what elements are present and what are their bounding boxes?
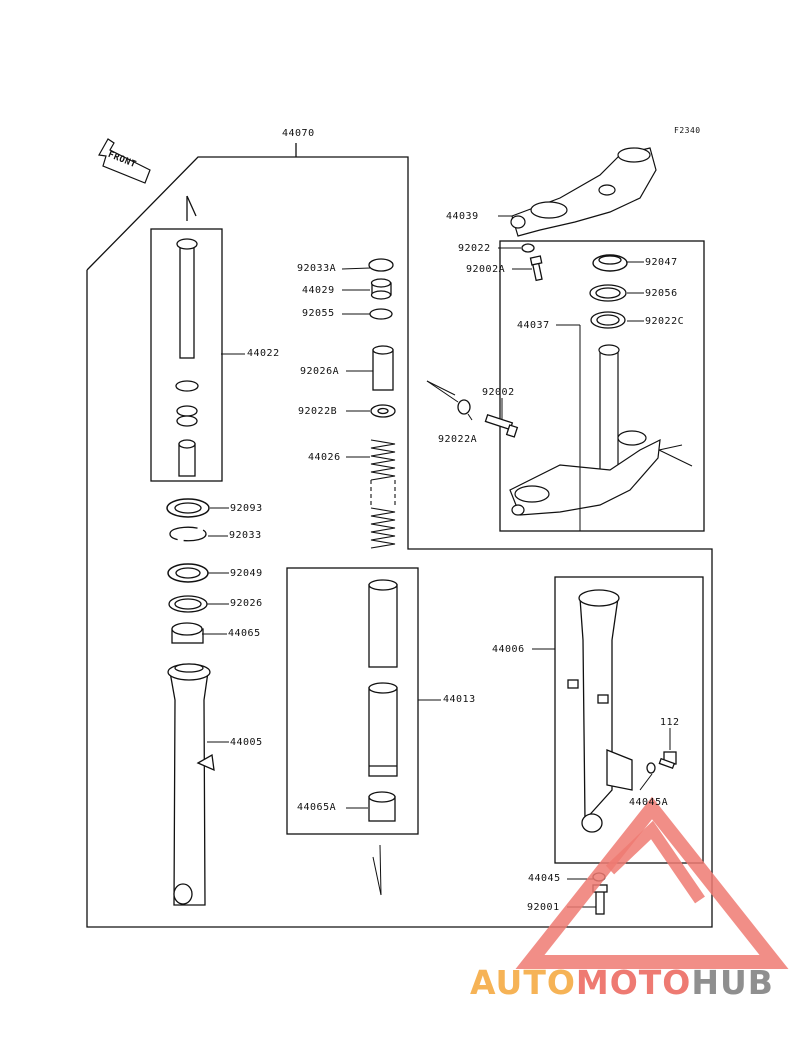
label-92055: 92055 [302,308,335,319]
label-44037: 44037 [517,320,550,331]
bolt-92002a [529,255,543,282]
label-92022b: 92022B [298,406,338,417]
watermark-part2: MOTO [575,963,692,1002]
label-92093: 92093 [230,503,263,514]
label-44045a: 44045A [629,797,669,808]
fork-tube-box [286,567,419,835]
label-92026: 92026 [230,598,263,609]
label-44070: 44070 [282,128,315,139]
spacer-92026a [372,345,394,391]
label-92022-top: 92022 [458,243,491,254]
watermark-logo-icon [515,796,789,969]
steering-stem [509,344,661,516]
label-92033: 92033 [229,530,262,541]
front-arrow-icon [98,138,151,184]
label-92033a: 92033A [297,263,337,274]
label-92047: 92047 [645,257,678,268]
damper-rod-44022 [175,238,199,477]
outer-tube-44005 [167,663,215,906]
watermark-part3: HUB [691,963,774,1002]
outer-tube-box [554,576,704,864]
label-92056: 92056 [645,288,678,299]
label-92001: 92001 [527,902,560,913]
label-44065: 44065 [228,628,261,639]
label-44039: 44039 [446,211,479,222]
collar-44029 [370,278,392,300]
bushing-44065a [368,791,396,822]
label-92022c: 92022C [645,316,685,327]
label-44006: 44006 [492,644,525,655]
spring-44026 [370,439,396,549]
label-44029: 44029 [302,285,335,296]
figure-code: F2340 [674,126,701,135]
assembly-outline [86,156,713,928]
label-44026: 44026 [308,452,341,463]
label-92022a: 92022A [438,434,478,445]
label-44065a: 44065A [297,802,337,813]
label-44022: 44022 [247,348,280,359]
watermark-part1: AUTO [470,963,576,1002]
fork-tube-44013 [368,579,398,777]
label-92049: 92049 [230,568,263,579]
outer-tube-44006 [567,589,633,833]
label-92026a: 92026A [300,366,340,377]
label-92002: 92002 [482,387,515,398]
label-44005: 44005 [230,737,263,748]
watermark-text: AUTOMOTOHUB [470,963,774,1002]
upper-bracket [510,147,657,237]
inner-tube-box [150,228,223,482]
label-92002a-top: 92002A [466,264,506,275]
stem-box [499,240,705,532]
label-44013: 44013 [443,694,476,705]
label-112: 112 [660,717,680,728]
label-44045: 44045 [528,873,561,884]
